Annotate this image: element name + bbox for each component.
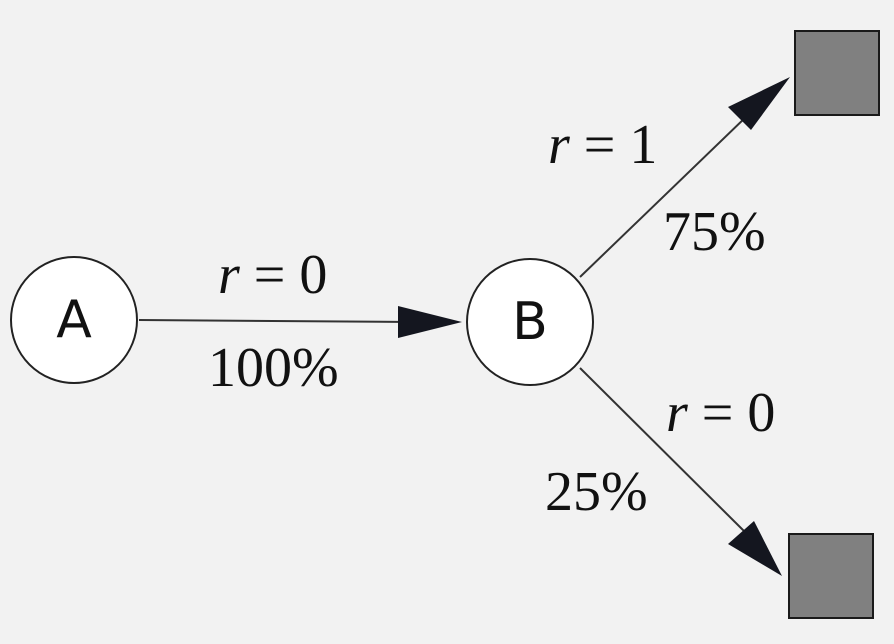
node-a-label: A (56, 290, 92, 350)
edge-b-to-top-probability: 75% (663, 201, 766, 263)
edge-a-to-b-arrowhead (398, 306, 462, 338)
edge-a-to-b-line (138, 319, 413, 323)
node-b-circle (466, 258, 594, 386)
edge-b-to-bottom-reward: r = 0 (666, 382, 775, 444)
edge-a-to-b: r = 0 100% (138, 244, 462, 399)
edge-b-to-top-reward: r = 1 (548, 114, 657, 176)
edge-b-to-top-arrowhead (728, 77, 790, 130)
node-a: A (10, 256, 138, 384)
node-b: B (466, 258, 594, 386)
edge-b-to-top: r = 1 75% (548, 77, 790, 278)
node-a-circle (10, 256, 138, 384)
edge-a-to-b-probability: 100% (208, 337, 339, 399)
edge-b-to-bottom: r = 0 25% (545, 367, 782, 576)
terminal-state-bottom (788, 533, 874, 619)
edge-a-to-b-reward: r = 0 (218, 244, 327, 306)
edge-b-to-bottom-probability: 25% (545, 461, 648, 523)
edge-b-to-bottom-line (579, 367, 749, 536)
edge-b-to-bottom-arrowhead (728, 521, 782, 576)
node-b-label: B (512, 292, 548, 352)
terminal-state-top (794, 30, 880, 116)
edge-b-to-top-line (579, 114, 749, 278)
